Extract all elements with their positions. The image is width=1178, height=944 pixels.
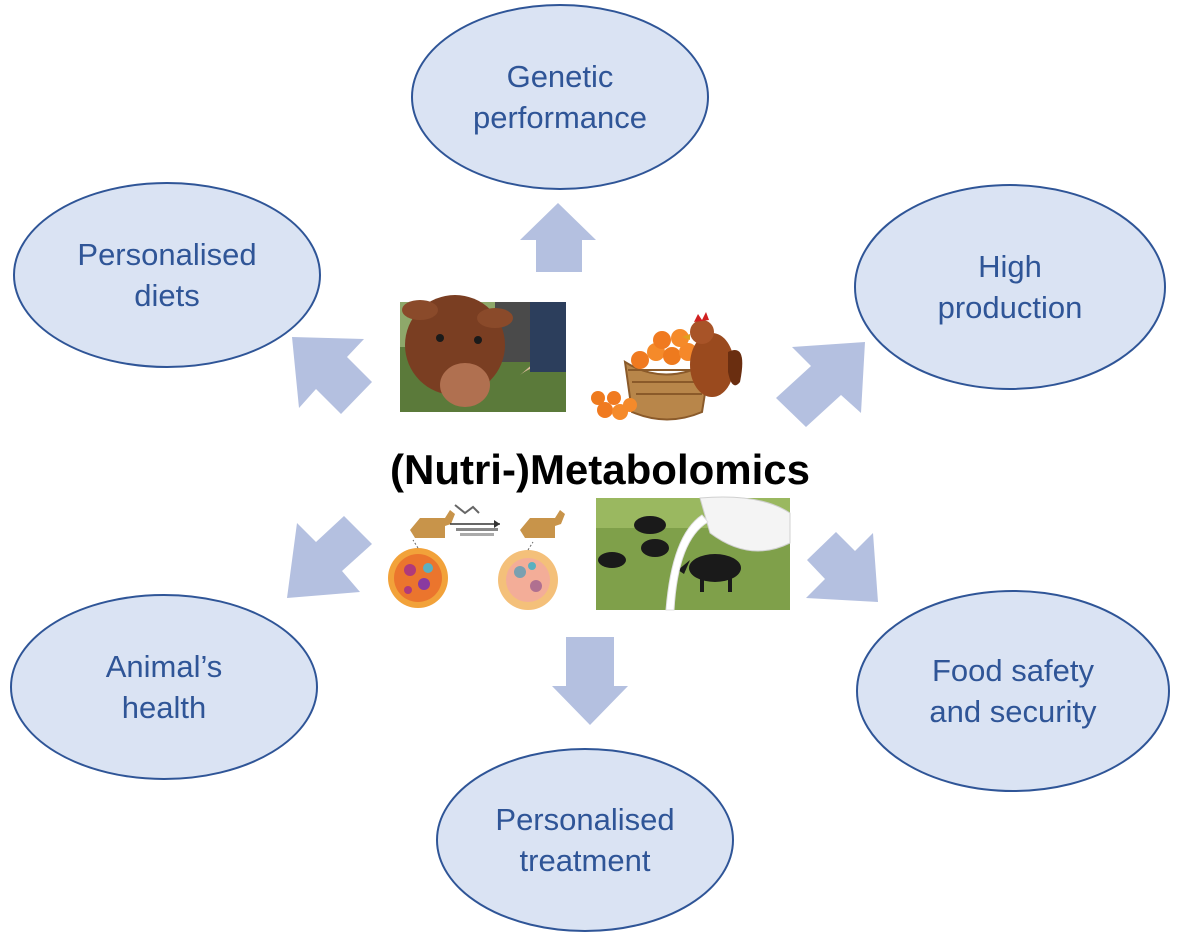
ellipse-genetic-performance xyxy=(411,4,709,190)
ellipse-animals-health xyxy=(10,594,318,780)
ellipse-food-safety xyxy=(856,590,1170,792)
arrow-down xyxy=(552,637,628,725)
immunotherapy-illustration xyxy=(388,504,565,610)
ellipse-high-production xyxy=(854,184,1166,390)
hen-eggs-image xyxy=(591,312,743,421)
label-food-safety: Food safety and security xyxy=(929,653,1097,729)
arrow-down-right xyxy=(806,532,878,602)
label-personalised-treatment: Personalised treatment xyxy=(495,802,675,878)
label-animals-health: Animal’s health xyxy=(105,649,223,725)
ellipse-personalised-diets xyxy=(13,182,321,368)
arrow-down-left xyxy=(287,516,372,598)
arrow-up-right xyxy=(776,342,865,427)
label-high-production: High production xyxy=(937,249,1083,325)
arrow-up-left xyxy=(292,337,372,414)
label-genetic-performance: Genetic performance xyxy=(472,59,648,135)
arrow-up xyxy=(520,203,596,272)
cow-feeding-image xyxy=(400,295,566,412)
center-title: (Nutri-)Metabolomics xyxy=(390,446,810,493)
ellipse-personalised-treatment xyxy=(436,748,734,932)
label-personalised-diets: Personalised diets xyxy=(77,237,257,313)
cattle-milk-image xyxy=(596,496,791,611)
